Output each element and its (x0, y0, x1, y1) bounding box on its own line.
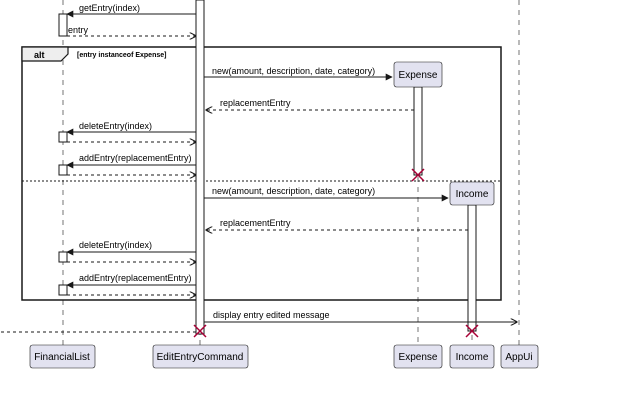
message-label-delete-1: deleteEntry(index) (79, 121, 152, 131)
activation-financiallist-add-2 (58, 284, 68, 296)
destroy-marker-income (465, 324, 479, 338)
message-label-getentry: getEntry(index) (79, 3, 140, 13)
activation-financiallist-getentry (58, 13, 68, 37)
participant-appui-label: AppUi (505, 352, 532, 363)
alt-fragment (21, 46, 502, 301)
message-label-entry-return: entry (68, 25, 89, 35)
participant-expense-created-label: Expense (399, 70, 438, 81)
message-label-add-2: addEntry(replacementEntry) (79, 273, 192, 283)
alt-guard-label: [entry instanceof Expense] (77, 52, 166, 59)
participant-financiallist (29, 344, 96, 369)
participant-editentrycommand-label: EditEntryCommand (157, 352, 244, 363)
participant-expense-created (393, 61, 443, 88)
message-label-new-income: new(amount, description, date, category) (212, 186, 375, 196)
participant-expense (393, 344, 443, 369)
message-label-new-expense: new(amount, description, date, category) (212, 66, 375, 76)
alt-fragment-tab (21, 46, 69, 62)
message-label-replacement-income: replacementEntry (220, 218, 291, 228)
activation-financiallist-delete-1 (58, 131, 68, 143)
participant-editentrycommand (152, 344, 249, 369)
destroy-marker-editentrycommand (193, 324, 207, 338)
destroy-marker-expense (411, 168, 425, 182)
message-label-replacement-expense: replacementEntry (220, 98, 291, 108)
activation-expense (413, 86, 423, 176)
participant-income-created-label: Income (456, 189, 489, 200)
participant-income (449, 344, 495, 369)
participant-income-label: Income (456, 352, 489, 363)
activation-editentrycommand (195, 0, 205, 335)
activation-financiallist-add-1 (58, 164, 68, 176)
participant-income-created (449, 181, 495, 206)
activation-income (467, 204, 477, 332)
activation-financiallist-delete-2 (58, 251, 68, 263)
alt-operator-label: alt (34, 50, 45, 60)
participant-expense-label: Expense (399, 352, 438, 363)
message-label-delete-2: deleteEntry(index) (79, 240, 152, 250)
participant-appui (500, 344, 539, 369)
participant-financiallist-label: FinancialList (34, 352, 90, 363)
message-label-display: display entry edited message (213, 310, 330, 320)
message-label-add-1: addEntry(replacementEntry) (79, 153, 192, 163)
